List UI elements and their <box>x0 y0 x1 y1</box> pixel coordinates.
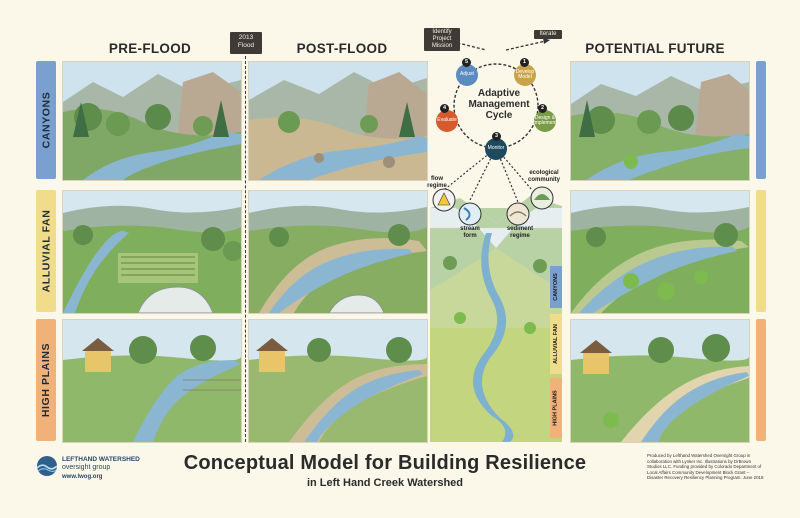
column-heading-post-flood: POST-FLOOD <box>296 41 388 56</box>
row-band-alluvial-fan: ALLUVIAL FAN <box>36 190 56 312</box>
adaptive-management-diagram: Identify Project Mission Iterate Develop… <box>424 28 562 442</box>
flood-marker-label: Flood <box>237 42 255 49</box>
illustration-high-plains-pre-flood <box>62 319 242 443</box>
logo-text: LEFTHAND WATERSHED oversight group <box>62 456 140 471</box>
cycle-step-evaluate-label: Evaluate <box>437 117 457 124</box>
cycle-step-number-3: 3 <box>492 132 501 141</box>
monitor-item-ecological-community: ecological community <box>527 170 560 183</box>
row-band-high-plains: HIGH PLAINS <box>36 319 56 441</box>
poster-title: Conceptual Model for Building Resilience <box>183 452 587 474</box>
flood-marker-tag: 2013 Flood <box>230 32 262 54</box>
right-band-high-plains <box>756 319 766 441</box>
monitor-item-sediment-regime: sediment regime <box>506 226 534 239</box>
illustration-alluvial-fan-potential-future <box>570 190 750 314</box>
cycle-step-monitor-label: Monitor <box>487 145 505 152</box>
cycle-step-number-2: 2 <box>538 104 547 113</box>
cycle-step-design-implement-label: Design & Implement <box>533 114 557 126</box>
logo-line-1: LEFTHAND WATERSHED <box>62 456 140 463</box>
flood-divider-line <box>245 56 246 442</box>
profile-label-alluvial-fan: ALLUVIAL FAN <box>550 314 562 374</box>
poster-subtitle: in Left Hand Creek Watershed <box>306 477 464 489</box>
cycle-step-evaluate: Evaluate <box>436 110 458 132</box>
illustration-canyons-post-flood <box>248 61 428 181</box>
cycle-title: Adaptive Management Cycle <box>464 88 534 121</box>
cycle-title-line-1: Adaptive <box>477 88 521 99</box>
watershed-logo-icon <box>36 456 58 476</box>
cycle-step-monitor: Monitor <box>485 138 507 160</box>
cycle-step-design-implement: Design & Implement <box>533 110 557 132</box>
illustration-high-plains-potential-future <box>570 319 750 443</box>
illustration-high-plains-post-flood <box>248 319 428 443</box>
logo-url: www.lwog.org <box>62 474 103 480</box>
cycle-step-adjust-label: Adjust <box>460 71 474 78</box>
profile-label-high-plains: HIGH PLAINS <box>550 378 562 438</box>
cycle-step-adjust: Adjust <box>456 64 478 86</box>
logo-line-2: oversight group <box>62 463 111 471</box>
row-label-alluvial-fan: ALLUVIAL FAN <box>40 209 52 293</box>
cycle-step-develop-model-label: Develop Model <box>515 68 535 80</box>
illustration-alluvial-fan-post-flood <box>248 190 428 314</box>
right-band-alluvial-fan <box>756 190 766 312</box>
credits-text: Produced by Lefthand Watershed Oversight… <box>647 453 764 480</box>
monitor-item-stream-form: stream form <box>460 226 480 239</box>
monitor-item-flow-regime: flow regime <box>427 176 447 189</box>
cycle-step-number-5: 5 <box>462 58 471 67</box>
flood-marker-year: 2013 <box>238 34 254 41</box>
cycle-title-line-3: Cycle <box>485 110 513 121</box>
iterate-label: Iterate <box>534 30 562 39</box>
column-heading-potential-future: POTENTIAL FUTURE <box>585 41 725 56</box>
cycle-step-number-4: 4 <box>440 104 449 113</box>
profile-label-canyons: CANYONS <box>550 266 562 308</box>
identify-project-mission-label: Identify Project Mission <box>424 28 460 51</box>
cycle-step-develop-model: Develop Model <box>514 64 536 86</box>
cycle-step-number-1: 1 <box>520 58 529 67</box>
illustration-canyons-pre-flood <box>62 61 242 181</box>
cycle-title-line-2: Management <box>468 99 530 110</box>
right-band-canyons <box>756 61 766 179</box>
column-heading-pre-flood: PRE-FLOOD <box>108 41 192 56</box>
row-label-canyons: CANYONS <box>40 91 52 149</box>
illustration-canyons-potential-future <box>570 61 750 181</box>
row-band-canyons: CANYONS <box>36 61 56 179</box>
row-label-high-plains: HIGH PLAINS <box>40 342 52 418</box>
illustration-alluvial-fan-pre-flood <box>62 190 242 314</box>
